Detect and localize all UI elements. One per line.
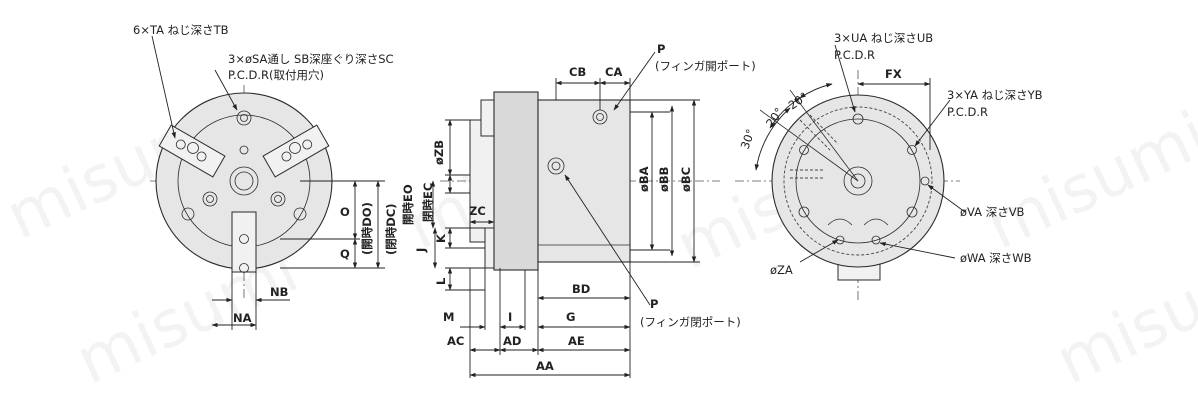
side-flange <box>493 91 539 271</box>
lower-finger <box>231 211 257 273</box>
dim-g: G <box>566 310 575 324</box>
tap-hole <box>289 142 301 154</box>
dim-nb: NB <box>270 285 288 299</box>
dim-j: J <box>414 248 428 253</box>
tap-hole <box>293 207 307 221</box>
port-close <box>547 157 565 175</box>
rear-tap-hole <box>798 206 810 218</box>
dim-na: NA <box>233 311 252 325</box>
watermark: misumi <box>975 98 1198 264</box>
dim-k: K <box>434 233 448 243</box>
center-bore <box>229 166 259 196</box>
finger-hole <box>239 263 249 273</box>
dim-bd: BD <box>572 282 590 296</box>
label-tap-y: 3×YA ねじ深さYB <box>947 88 1043 102</box>
port-bottom-label: P <box>650 297 658 311</box>
upper-right-finger <box>262 124 330 178</box>
label-pcd: P.C.D.R(取付用穴) <box>228 68 324 82</box>
label-za: øZA <box>770 263 793 277</box>
label-pcd-u: P.C.D.R <box>834 48 875 62</box>
rear-center-bore <box>843 166 873 196</box>
tap-hole <box>239 145 249 155</box>
dim-ca: CA <box>605 65 622 79</box>
rear-pcd-circle <box>795 118 921 244</box>
mount-hole <box>236 110 252 126</box>
watermark: misumi <box>1045 233 1198 399</box>
dim-ba: øBA <box>637 166 651 192</box>
mount-hole <box>202 191 218 207</box>
rear-y-hole <box>907 145 917 155</box>
rear-y-hole <box>799 145 809 155</box>
dim-zc: ZC <box>469 204 486 218</box>
dim-ec: 閉時EC <box>421 183 435 222</box>
rear-tap-hole <box>852 113 864 125</box>
dim-dc: (閉時DC) <box>384 204 398 256</box>
dim-l: L <box>434 277 448 285</box>
angle-30: 30° <box>738 127 758 151</box>
finger-hole <box>239 234 249 244</box>
side-finger <box>469 119 497 243</box>
dim-fx: FX <box>885 67 902 81</box>
dim-m: M <box>443 310 454 324</box>
tap-hole <box>181 207 195 221</box>
dim-bc: øBC <box>679 167 693 192</box>
rear-tap-hole <box>906 206 918 218</box>
dim-bb: øBB <box>657 167 671 192</box>
rear-va-hole <box>920 176 930 186</box>
front-view: 6×TA ねじ深さTB 3×øSA通し SB深座ぐり深さSC P.C.D.R(取… <box>133 23 398 330</box>
dim-i: I <box>508 310 512 324</box>
port-top-label: P <box>657 42 665 56</box>
side-view: P (フィンガ開ポート) CB CA øZB 開時EO 閉時EC ZC J K … <box>401 42 756 378</box>
dim-zb: øZB <box>432 140 446 165</box>
label-tap-holes: 6×TA ねじ深さTB <box>133 23 229 37</box>
label-pcd-y: P.C.D.R <box>947 105 988 119</box>
dim-ad: AD <box>503 334 521 348</box>
label-mount-holes: 3×øSA通し SB深座ぐり深さSC <box>228 52 394 66</box>
port-top-note: (フィンガ開ポート) <box>655 59 756 73</box>
rear-view: 3×UA ねじ深さUB P.C.D.R FX 3×YA ねじ深さYB P.C.D… <box>735 31 1043 300</box>
dim-ae: AE <box>568 334 585 348</box>
port-bottom-note: (フィンガ閉ポート) <box>640 315 741 329</box>
dim-cb: CB <box>569 65 586 79</box>
tap-hole <box>187 142 199 154</box>
dim-do: (開時DO) <box>360 202 374 255</box>
label-hole-va: øVA 深さVB <box>960 205 1025 219</box>
dim-o: O <box>340 205 350 219</box>
dim-ac: AC <box>447 334 464 348</box>
side-cylinder <box>537 99 631 263</box>
label-tap-u: 3×UA ねじ深さUB <box>834 31 933 45</box>
dim-q: Q <box>340 247 350 261</box>
mount-hole <box>270 191 286 207</box>
label-hole-wa: øWA 深さWB <box>960 251 1032 265</box>
dim-eo: 開時EO <box>401 184 415 225</box>
dim-aa: AA <box>536 359 554 373</box>
